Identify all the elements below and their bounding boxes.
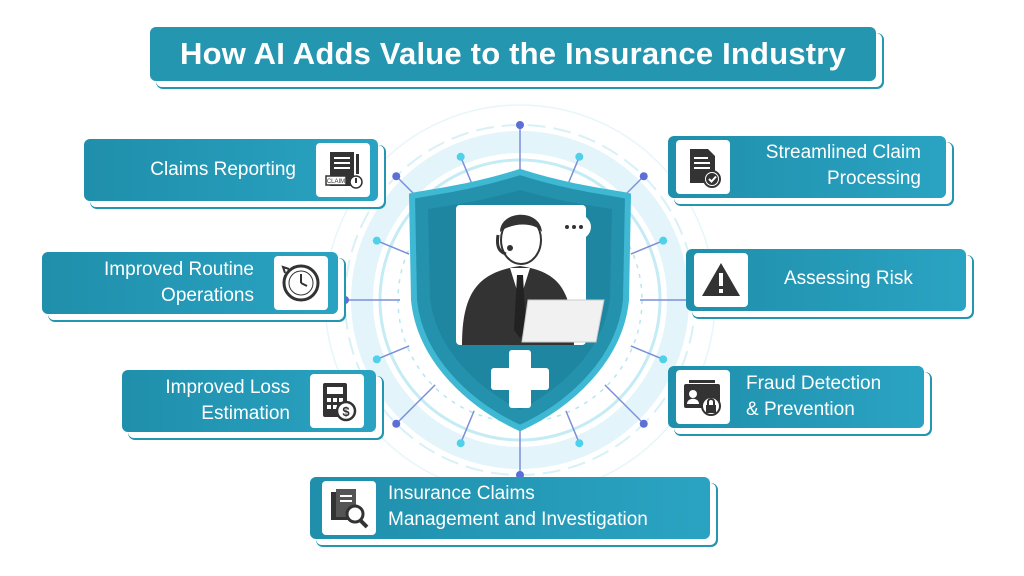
card-label-line1: Streamlined Claim [765, 142, 921, 163]
card-label-line2: & Prevention [746, 399, 855, 420]
card-streamlined-claim-processing: Streamlined Claim Processing [668, 136, 946, 198]
claim-tag-text: CLAIM [327, 179, 345, 185]
calculator-dollar-icon: $ [310, 374, 364, 428]
card-fraud-detection-prevention: Fraud Detection & Prevention [668, 366, 924, 428]
spoke-line [630, 239, 664, 255]
card-label-line2: Estimation [201, 403, 290, 424]
spoke-node [372, 355, 381, 364]
claim-form-icon: CLAIM [316, 143, 370, 197]
spoke-line [376, 239, 410, 255]
card-assessing-risk: Assessing Risk [686, 249, 966, 311]
card-label-line1: Improved Routine [104, 259, 254, 280]
spoke-line [565, 410, 581, 444]
spoke-line [604, 384, 645, 425]
card-label-line1: Fraud Detection [746, 373, 882, 394]
spoke-line [459, 410, 475, 444]
agent-icon [456, 205, 605, 345]
spoke-line [376, 345, 410, 361]
spoke-line [395, 384, 436, 425]
card-label: Claims Reporting [150, 159, 296, 180]
spoke-node [341, 296, 349, 304]
card-label-line2: Processing [827, 168, 921, 189]
card-claims-reporting: Claims Reporting CLAIM [84, 139, 378, 201]
page-title: How AI Adds Value to the Insurance Indus… [179, 36, 847, 71]
card-label: Assessing Risk [784, 268, 913, 289]
spoke-node [372, 236, 381, 245]
card-label-line2: Operations [161, 285, 254, 306]
spokes [341, 121, 699, 479]
spoke-line [630, 345, 664, 361]
spoke-node [456, 439, 465, 448]
document-check-icon [676, 140, 730, 194]
warning-icon [694, 253, 748, 307]
id-lock-icon [676, 370, 730, 424]
card-improved-routine-operations: Improved Routine Operations [42, 252, 338, 314]
svg-text:$: $ [342, 404, 350, 419]
clock-icon [274, 256, 328, 310]
document-search-icon [322, 481, 376, 535]
card-label-line1: Improved Loss [165, 377, 290, 398]
spoke-node [659, 236, 668, 245]
spoke-node [456, 152, 465, 161]
spoke-node [575, 152, 584, 161]
spoke-node [392, 172, 401, 181]
card-label-line1: Insurance Claims [388, 483, 535, 504]
spoke-node [659, 355, 668, 364]
spoke-node [639, 419, 648, 428]
card-insurance-claims-management: Insurance Claims Management and Investig… [310, 477, 710, 539]
spoke-node [516, 121, 524, 129]
spoke-node [639, 172, 648, 181]
spoke-node [392, 419, 401, 428]
card-label-line2: Management and Investigation [388, 509, 648, 530]
card-improved-loss-estimation: Improved Loss Estimation $ [122, 370, 376, 432]
title-banner: How AI Adds Value to the Insurance Indus… [150, 27, 876, 81]
spoke-node [575, 439, 584, 448]
